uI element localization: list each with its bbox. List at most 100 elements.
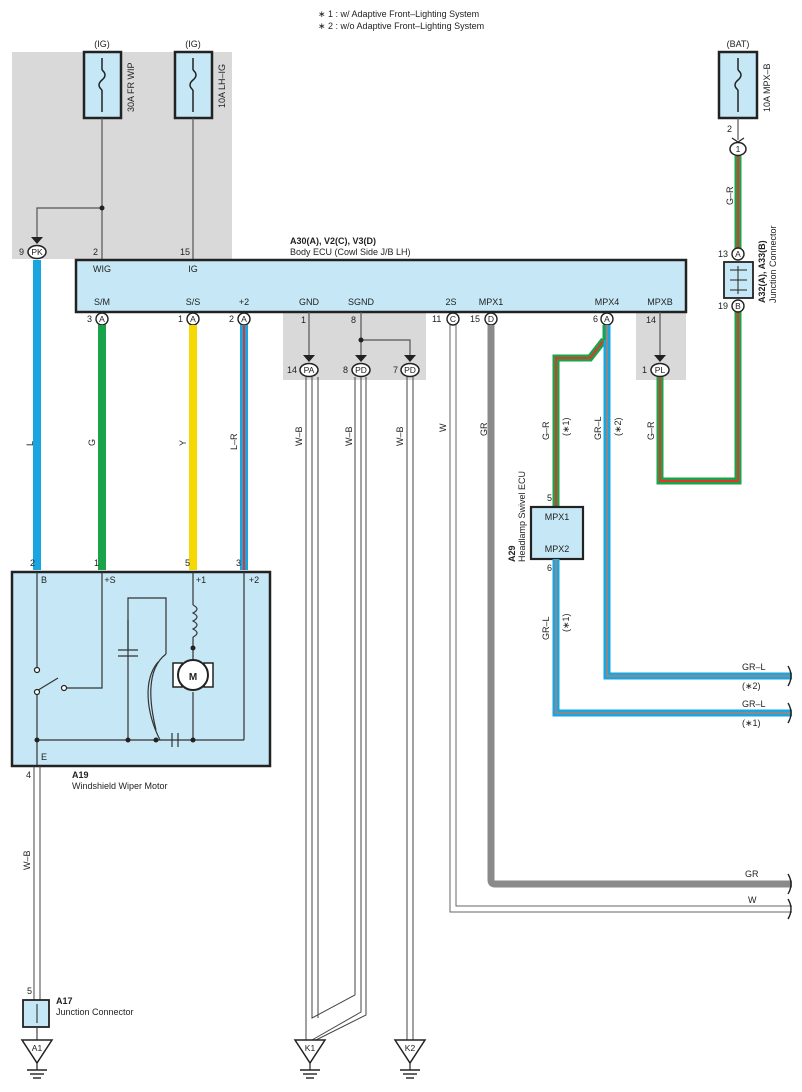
svg-text:Junction Connector: Junction Connector	[56, 1007, 134, 1017]
fuse-label: 30A FR WIP	[126, 62, 136, 112]
fuse-supply-label: (BAT)	[727, 39, 750, 49]
fuse-mpx-b: (BAT) 10A MPX–B	[717, 39, 772, 120]
svg-text:Headlamp Swivel ECU: Headlamp Swivel ECU	[517, 471, 527, 562]
svg-text:8: 8	[343, 365, 348, 375]
svg-text:M: M	[189, 672, 197, 683]
svg-text:A29: A29	[507, 545, 517, 562]
wire-Y	[189, 325, 197, 570]
wire-label-WB2: W–B	[344, 426, 354, 446]
out-label-GR: GR	[745, 869, 759, 879]
svg-text:14: 14	[646, 315, 656, 325]
body-ecu-subtitle: Body ECU (Cowl Side J/B LH)	[290, 247, 411, 257]
term-plus2: +2	[239, 297, 249, 307]
svg-text:Windshield Wiper Motor: Windshield Wiper Motor	[72, 781, 168, 791]
term-ig: IG	[188, 264, 198, 274]
svg-text:A17: A17	[56, 996, 73, 1006]
svg-text:A1: A1	[32, 1043, 43, 1053]
wire-label-Y: Y	[178, 440, 188, 446]
svg-text:1: 1	[301, 315, 306, 325]
term-mpx4: MPX4	[595, 297, 620, 307]
note-2: ∗ 2 : w/o Adaptive Front–Lighting System	[318, 21, 484, 31]
mpxb-wire: PL 1	[642, 312, 742, 485]
wb-wires	[305, 377, 414, 1041]
wire-label-WB1: W–B	[294, 426, 304, 446]
svg-text:D: D	[488, 314, 494, 324]
svg-text:+1: +1	[196, 575, 206, 585]
term-gnd: GND	[299, 297, 320, 307]
wig-pin: 2	[93, 247, 98, 257]
term-mpxb: MPXB	[647, 297, 673, 307]
svg-text:A: A	[604, 314, 610, 324]
ig-pin: 15	[180, 247, 190, 257]
headlamp-swivel-ecu: 5 MPX1 MPX2 6 A29 Headlamp Swivel ECU	[507, 471, 585, 573]
svg-text:6: 6	[547, 563, 552, 573]
wire-label-GR-L-1: GR–L	[593, 416, 603, 440]
out-label-variant-1: (∗1)	[742, 718, 761, 728]
pk-connector: PK 9	[19, 237, 47, 260]
svg-text:PD: PD	[355, 365, 367, 375]
wire-label-WB4: W–B	[22, 850, 32, 870]
wire-GR	[487, 325, 792, 888]
connector-1: 2 1	[727, 124, 747, 157]
svg-text:2: 2	[30, 558, 35, 568]
svg-text:1: 1	[642, 365, 647, 375]
out-variant-2: (∗2)	[742, 681, 761, 691]
wire-label-L: L	[25, 441, 35, 446]
svg-text:A19: A19	[72, 770, 89, 780]
svg-text:PD: PD	[404, 365, 416, 375]
svg-text:8: 8	[351, 315, 356, 325]
splice-dot	[99, 205, 105, 211]
ground-k1: K1	[293, 1039, 327, 1079]
svg-text:3: 3	[87, 314, 92, 324]
motor-ground-wire	[33, 766, 41, 1000]
a17-junction-connector: 5 A17 Junction Connector	[22, 986, 134, 1040]
wire-L	[33, 260, 41, 570]
wire-label-LR: L–R	[229, 433, 239, 450]
svg-text:A: A	[190, 314, 196, 324]
ground-k2: K2	[393, 1039, 427, 1079]
splice-dot	[358, 337, 364, 343]
pd-connector-2: PD 7	[393, 355, 420, 378]
fuse-label: 10A LH–IG	[217, 64, 227, 108]
svg-text:6: 6	[593, 314, 598, 324]
term-2s: 2S	[445, 297, 456, 307]
svg-text:E: E	[41, 752, 47, 762]
term-wig: WIG	[93, 264, 111, 274]
svg-text:Junction Connector: Junction Connector	[768, 225, 778, 303]
svg-text:MPX1: MPX1	[545, 512, 570, 522]
svg-text:5: 5	[547, 493, 552, 503]
out-label-GR-L-2: GR–L	[742, 699, 766, 709]
fuse-supply-label: (IG)	[185, 39, 201, 49]
wire-label-GR-R-3: G–R	[725, 186, 735, 205]
svg-text:11: 11	[432, 314, 441, 324]
fuse-supply-label: (IG)	[94, 39, 110, 49]
term-mpx1: MPX1	[479, 297, 504, 307]
svg-text:5: 5	[185, 558, 190, 568]
svg-text:13: 13	[718, 249, 728, 259]
wire-label-G: G	[87, 439, 97, 446]
a32-junction-connector: 13 A 19 B A32(A), A33(B) Junction Connec…	[718, 225, 778, 313]
wiper-motor: 2 1 5 3 B +S +1 +2	[10, 558, 272, 791]
wire-W	[449, 325, 792, 913]
term-sgnd: SGND	[348, 297, 375, 307]
out-label-W: W	[748, 895, 757, 905]
svg-text:K1: K1	[305, 1043, 316, 1053]
svg-text:MPX2: MPX2	[545, 544, 570, 554]
body-ecu-title: A30(A), V2(C), V3(D)	[290, 236, 376, 246]
variant-mark: (∗1)	[561, 417, 571, 436]
svg-text:B: B	[41, 575, 47, 585]
svg-text:2: 2	[727, 124, 732, 134]
term-sm: S/M	[94, 297, 110, 307]
wire-label-GR: GR	[479, 422, 489, 436]
svg-text:+S: +S	[104, 575, 115, 585]
svg-text:2: 2	[229, 314, 234, 324]
svg-text:14: 14	[287, 365, 297, 375]
ground-a1: A1	[20, 1039, 54, 1079]
svg-text:PL: PL	[655, 365, 666, 375]
svg-text:A: A	[241, 314, 247, 324]
body-ecu: A30(A), V2(C), V3(D) Body ECU (Cowl Side…	[74, 236, 688, 314]
variant-mark: (∗1)	[561, 613, 571, 632]
svg-text:+2: +2	[249, 575, 259, 585]
ground-wiring	[308, 312, 411, 355]
